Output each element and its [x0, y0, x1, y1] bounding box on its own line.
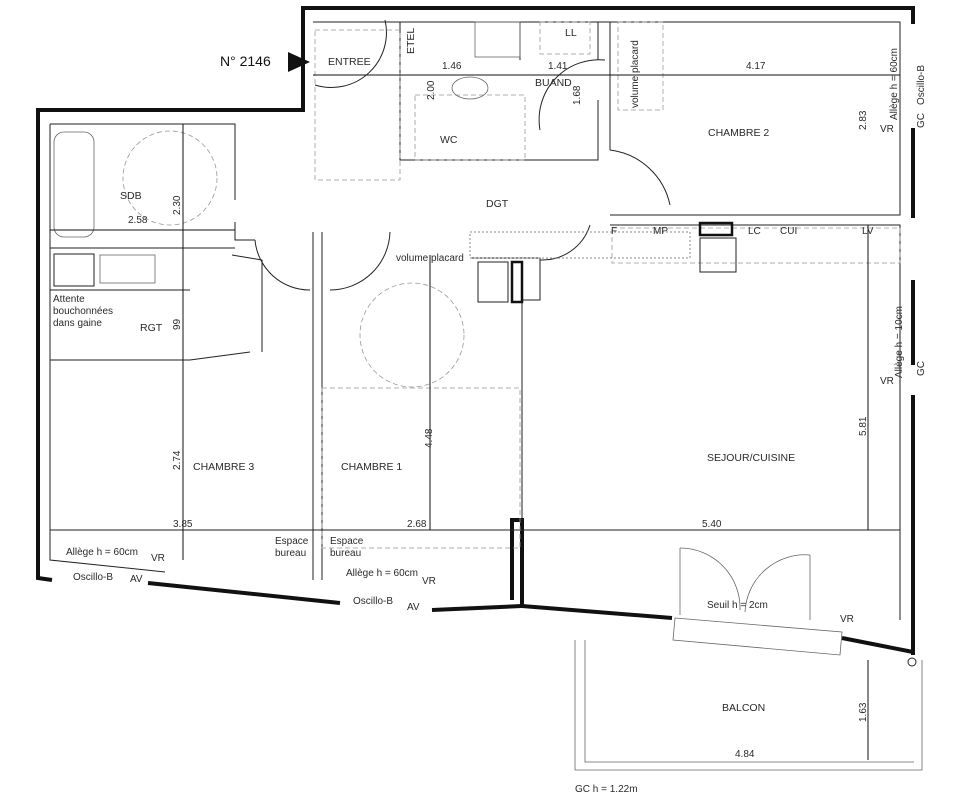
room-entree: ENTREE: [328, 56, 371, 68]
dim-label: 1.68: [572, 85, 583, 105]
fixture-mp: MP: [653, 226, 668, 237]
room-dgt: DGT: [486, 198, 509, 210]
espace-bureau-label: Espace: [330, 536, 364, 547]
espace-bureau-label: bureau: [330, 548, 361, 559]
dim-label: 2.00: [426, 80, 437, 100]
attente-note: Attente: [53, 294, 85, 305]
attente-note: dans gaine: [53, 318, 102, 329]
dimension-labels: 1.46 1.41 4.17 1.68 2.00 2.83 2.30 2.58 …: [128, 61, 869, 760]
dim-label: 2.74: [172, 450, 183, 470]
apartment-number: N° 2146: [220, 53, 271, 69]
allege-label: Allège h = 60cm: [66, 547, 138, 558]
outer-walls: [36, 6, 917, 667]
hatched-area: [469, 231, 691, 259]
window-labels: Allège h = 60cm Oscillo-B GC VR Allège h…: [66, 48, 927, 795]
vr-label: VR: [880, 124, 894, 135]
vr-label: VR: [840, 614, 854, 625]
dim-label: 1.41: [548, 61, 568, 72]
dim-label: 4.48: [424, 428, 435, 448]
room-chambre-3: CHAMBRE 3: [193, 461, 254, 473]
room-chambre-1: CHAMBRE 1: [341, 461, 402, 473]
fixture-labels: volume placard volume placard F MP LC CU…: [53, 40, 874, 559]
vr-label: VR: [151, 553, 165, 564]
fixture-f: F: [611, 226, 617, 237]
furniture-outlines: [53, 21, 901, 656]
dim-label: 5.40: [702, 519, 722, 530]
balcony: [574, 640, 923, 771]
dim-label: 99: [172, 318, 183, 330]
room-chambre-2: CHAMBRE 2: [708, 127, 769, 139]
room-wc: WC: [440, 134, 458, 146]
vr-label: VR: [880, 376, 894, 387]
fixture-lc: LC: [748, 226, 761, 237]
room-balcon: BALCON: [722, 702, 765, 714]
fixture-lv: LV: [862, 226, 874, 237]
oscillo-label: Oscillo-B: [353, 596, 393, 607]
attente-note: bouchonnées: [53, 306, 113, 317]
dim-label: 1.46: [442, 61, 462, 72]
av-label: AV: [407, 602, 420, 613]
fixture-cui: CUI: [780, 226, 797, 237]
dimension-lines: [50, 74, 900, 760]
oscillo-label: Oscillo-B: [73, 572, 113, 583]
seuil-label: Seuil h = 2cm: [707, 600, 768, 611]
room-ll: LL: [565, 27, 577, 39]
dim-label: 2.30: [172, 195, 183, 215]
dim-label: 1.63: [858, 702, 869, 722]
dim-label: 2.68: [407, 519, 427, 530]
room-labels: ENTREE ETEL WC BUAND LL CHAMBRE 2 SDB DG…: [120, 27, 795, 714]
allege-label: Allège h = 10cm: [894, 306, 905, 378]
espace-bureau-label: Espace: [275, 536, 309, 547]
oscillo-label: Oscillo-B: [916, 65, 927, 105]
dim-label: 3.85: [173, 519, 193, 530]
volume-placard-label: volume placard: [630, 40, 641, 108]
room-rgt: RGT: [140, 322, 163, 334]
gc-balcon-label: GC h = 1.22m: [575, 784, 638, 795]
room-etel: ETEL: [405, 28, 417, 54]
room-sejour-cuisine: SEJOUR/CUISINE: [707, 452, 795, 464]
allege-label: Allège h = 60cm: [889, 48, 900, 120]
dim-label: 2.83: [858, 110, 869, 130]
volume-placard-label: volume placard: [396, 253, 464, 264]
gc-label: GC: [916, 113, 927, 128]
gc-label: GC: [916, 361, 927, 376]
av-label: AV: [130, 574, 143, 585]
dim-label: 2.58: [128, 215, 148, 226]
dim-label: 4.17: [746, 61, 766, 72]
room-buand: BUAND: [535, 77, 572, 89]
espace-bureau-label: bureau: [275, 548, 306, 559]
dim-label: 4.84: [735, 749, 755, 760]
allege-label: Allège h = 60cm: [346, 568, 418, 579]
dim-label: 5.81: [858, 416, 869, 436]
vr-label: VR: [422, 576, 436, 587]
entrance-arrow-icon: [288, 52, 310, 72]
room-sdb: SDB: [120, 190, 142, 202]
